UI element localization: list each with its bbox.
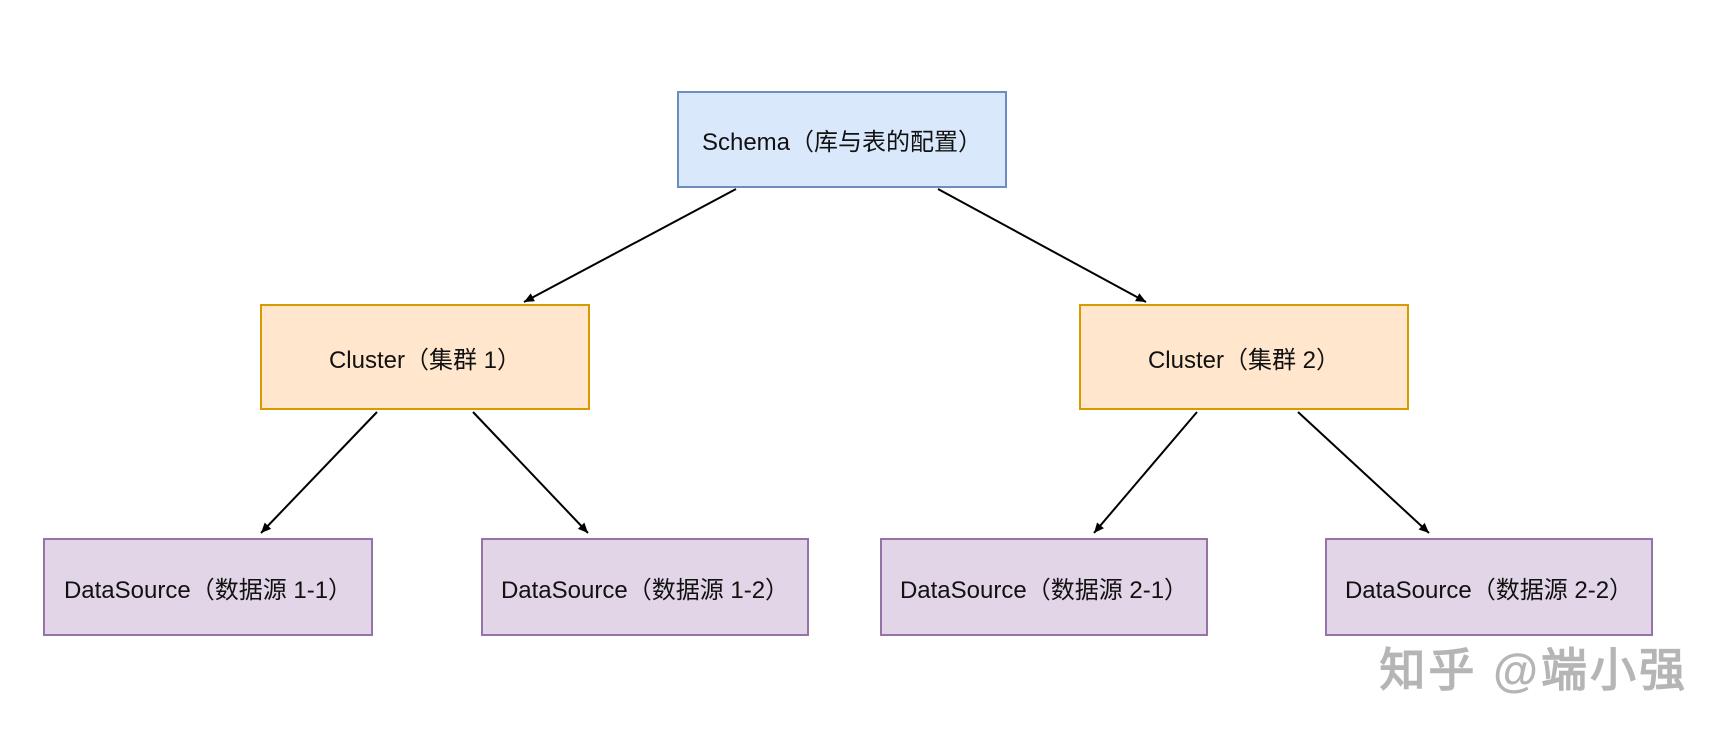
node-datasource-1-1-label: DataSource（数据源 1-1） xyxy=(63,576,353,604)
zhihu-watermark: 知乎 @端小强 xyxy=(1379,644,1688,696)
edge-schema-cluster2 xyxy=(937,188,1147,303)
node-cluster-2-label: Cluster（集群 2） xyxy=(1147,346,1341,374)
node-datasource-1-2-label: DataSource（数据源 1-2） xyxy=(500,576,790,604)
edge-cluster1-datasource12 xyxy=(472,411,589,534)
node-schema: Schema（库与表的配置） xyxy=(677,91,1007,188)
node-datasource-2-1: DataSource（数据源 2-1） xyxy=(880,538,1208,636)
edge-cluster1-datasource11 xyxy=(260,411,378,534)
node-datasource-1-2: DataSource（数据源 1-2） xyxy=(481,538,809,636)
node-datasource-1-1: DataSource（数据源 1-1） xyxy=(43,538,373,636)
node-datasource-2-2: DataSource（数据源 2-2） xyxy=(1325,538,1653,636)
node-cluster-1: Cluster（集群 1） xyxy=(260,304,590,410)
node-cluster-2: Cluster（集群 2） xyxy=(1079,304,1409,410)
node-datasource-2-2-label: DataSource（数据源 2-2） xyxy=(1344,576,1634,604)
node-schema-label: Schema（库与表的配置） xyxy=(701,129,983,156)
edge-schema-cluster1 xyxy=(523,188,737,303)
edge-cluster2-datasource22 xyxy=(1297,411,1430,534)
edge-cluster2-datasource21 xyxy=(1093,411,1198,534)
node-datasource-2-1-label: DataSource（数据源 2-1） xyxy=(899,576,1189,604)
node-cluster-1-label: Cluster（集群 1） xyxy=(328,346,522,374)
